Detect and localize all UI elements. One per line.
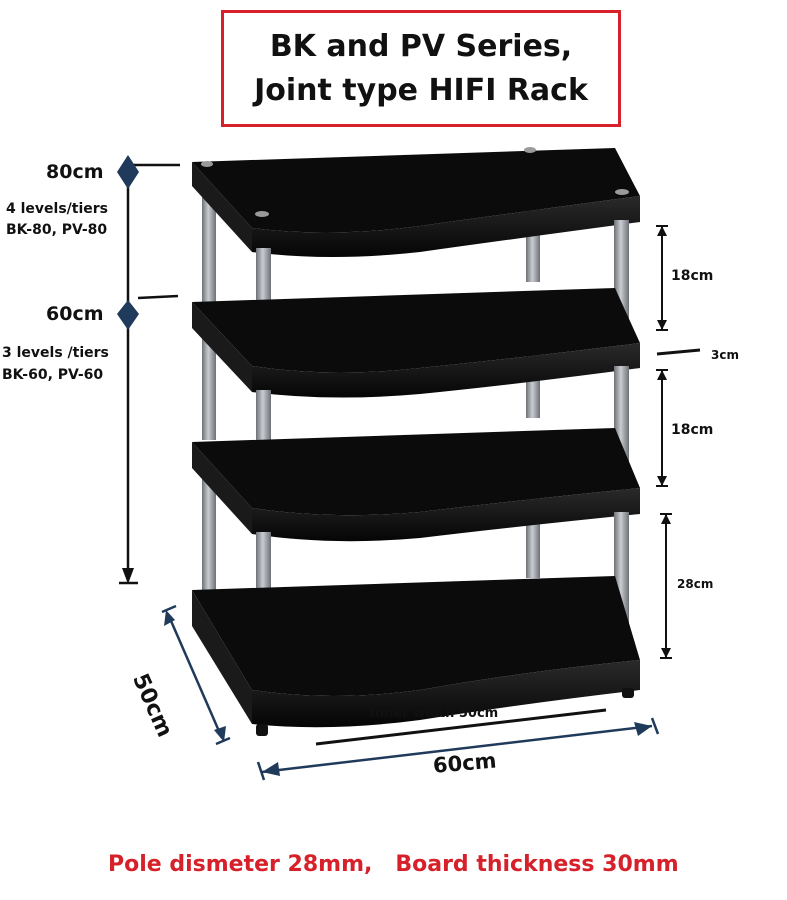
label-gap-top: 18cm — [671, 268, 714, 284]
spacing-dimension-lines — [656, 225, 701, 659]
label-gap-bottom: 28cm — [677, 577, 714, 591]
title-box: BK and PV Series, Joint type HIFI Rack — [221, 10, 621, 127]
label-height-80: 80cm — [46, 161, 104, 183]
shelf-second — [192, 288, 640, 398]
shelf-top — [192, 147, 640, 257]
label-tiers-4-line1: 4 levels/tiers — [6, 201, 108, 217]
label-inner-width: Inner width 50cm — [370, 706, 499, 721]
label-gap-middle: 18cm — [671, 422, 714, 438]
label-tiers-4-line2: BK-80, PV-80 — [6, 222, 108, 238]
footer-board: Board thickness 30mm — [395, 852, 679, 877]
label-board-thickness: 3cm — [711, 348, 739, 362]
width-dimension-line — [256, 717, 660, 781]
marker-60-icon — [117, 300, 139, 330]
label-tiers-3-line1: 3 levels /tiers — [2, 345, 109, 361]
depth-dimension-line — [161, 604, 231, 746]
inner-width-line — [315, 708, 607, 746]
title-line-1: BK and PV Series, — [269, 28, 573, 64]
shelf-bottom — [192, 576, 640, 736]
footer-specs: Pole dismeter 28mm, Board thickness 30mm — [108, 852, 679, 877]
shelf-third — [192, 428, 640, 542]
title-line-2: Joint type HIFI Rack — [254, 72, 588, 108]
height-dimension-line — [119, 158, 180, 585]
label-tiers-3-line2: BK-60, PV-60 — [2, 367, 104, 383]
marker-80-icon — [117, 155, 139, 189]
label-height-60: 60cm — [46, 303, 104, 325]
footer-pole: Pole dismeter 28mm, — [108, 852, 373, 877]
